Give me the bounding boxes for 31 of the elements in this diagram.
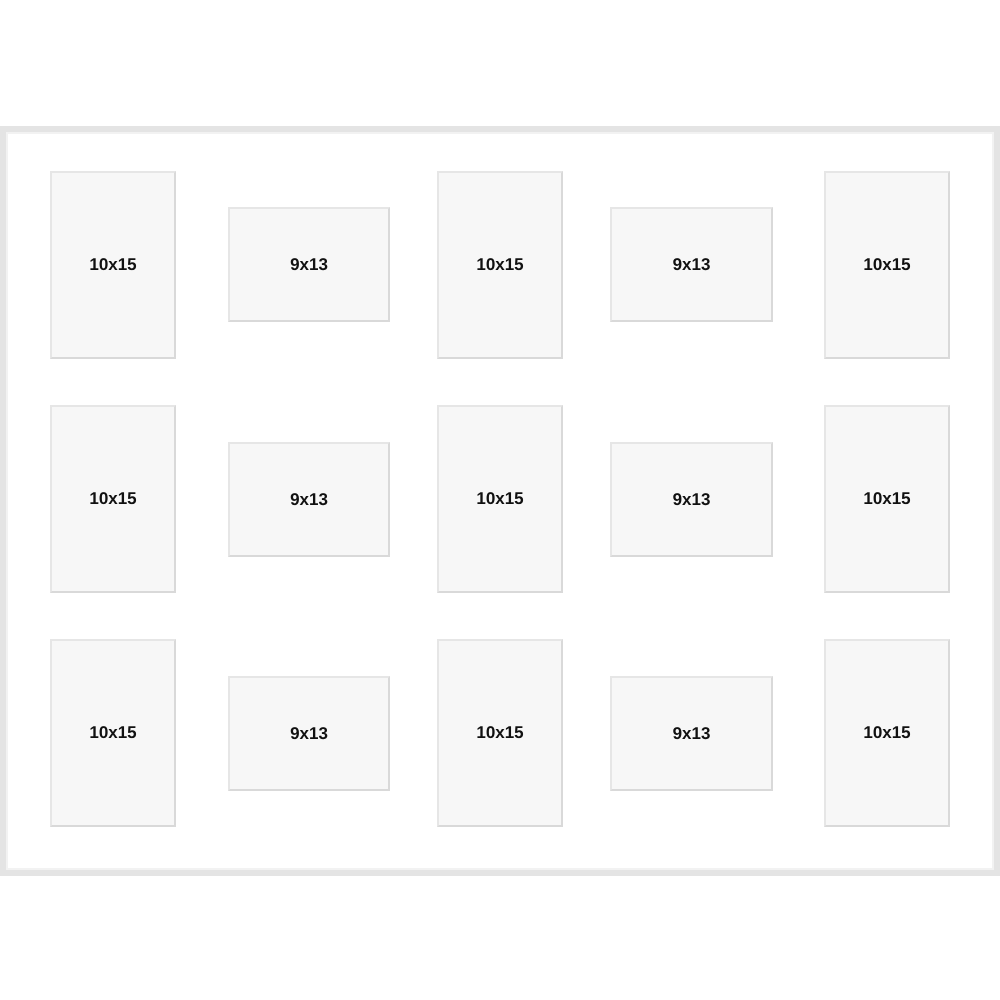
photo-opening xyxy=(824,405,950,593)
size-label: 10x15 xyxy=(89,489,137,509)
size-label: 9x13 xyxy=(290,724,328,744)
photo-opening xyxy=(50,405,176,593)
photo-opening xyxy=(437,639,563,827)
photo-opening xyxy=(610,442,773,557)
photo-opening xyxy=(437,405,563,593)
size-label: 9x13 xyxy=(672,490,710,510)
photo-opening xyxy=(50,639,176,827)
size-label: 9x13 xyxy=(290,490,328,510)
photo-opening xyxy=(610,207,773,322)
size-label: 10x15 xyxy=(476,489,524,509)
size-label: 10x15 xyxy=(476,255,524,275)
photo-opening xyxy=(228,207,390,322)
photo-opening xyxy=(610,676,773,791)
size-label: 9x13 xyxy=(672,724,710,744)
photo-opening xyxy=(824,639,950,827)
size-label: 10x15 xyxy=(476,723,524,743)
photo-opening xyxy=(228,442,390,557)
size-label: 10x15 xyxy=(89,723,137,743)
size-label: 10x15 xyxy=(89,255,137,275)
photo-opening xyxy=(50,171,176,359)
size-label: 10x15 xyxy=(863,255,911,275)
size-label: 10x15 xyxy=(863,489,911,509)
size-label: 9x13 xyxy=(290,254,328,274)
photo-opening xyxy=(437,171,563,359)
size-label: 9x13 xyxy=(672,254,710,274)
photo-opening xyxy=(824,171,950,359)
photo-opening xyxy=(228,676,390,791)
size-label: 10x15 xyxy=(863,723,911,743)
picture-frame xyxy=(0,126,1000,876)
